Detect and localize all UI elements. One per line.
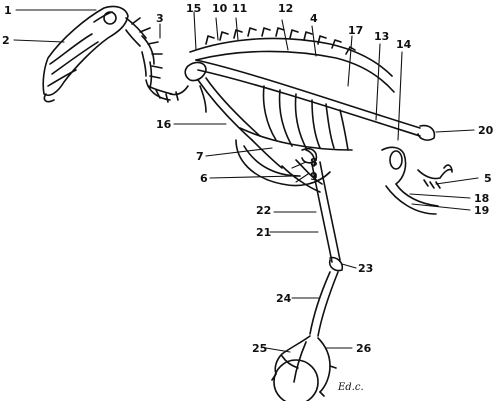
label-14: 14 <box>396 38 412 51</box>
label-13: 13 <box>374 30 389 43</box>
label-25: 25 <box>252 342 267 355</box>
artist-signature: Ed.c. <box>337 382 364 393</box>
label-6: 6 <box>200 172 208 185</box>
label-2: 2 <box>2 34 10 47</box>
foot <box>271 335 337 401</box>
label-11: 11 <box>232 2 247 15</box>
label-21: 21 <box>256 226 271 239</box>
label-8: 8 <box>310 156 318 169</box>
label-7: 7 <box>196 150 204 163</box>
label-24: 24 <box>276 292 292 305</box>
label-9: 9 <box>310 170 318 183</box>
label-15: 15 <box>186 2 201 15</box>
shoulder-girdle <box>197 77 283 169</box>
skull <box>42 5 129 103</box>
label-10: 10 <box>212 2 228 15</box>
label-12: 12 <box>278 2 293 15</box>
vertebral-column <box>189 27 395 93</box>
label-23: 23 <box>358 262 373 275</box>
label-20: 20 <box>478 124 494 137</box>
label-18: 18 <box>474 192 489 205</box>
label-4: 4 <box>310 12 318 25</box>
leg-bones <box>281 147 344 337</box>
label-26: 26 <box>356 342 372 355</box>
pelvis <box>381 146 453 215</box>
wing-bones <box>184 59 436 141</box>
label-16: 16 <box>156 118 172 131</box>
label-22: 22 <box>256 204 271 217</box>
neck-vertebrae <box>125 17 189 103</box>
leader-lines <box>13 9 479 353</box>
label-1: 1 <box>4 4 12 17</box>
label-19: 19 <box>474 204 489 217</box>
label-3: 3 <box>156 12 164 25</box>
label-5: 5 <box>484 172 492 185</box>
label-17: 17 <box>348 24 363 37</box>
